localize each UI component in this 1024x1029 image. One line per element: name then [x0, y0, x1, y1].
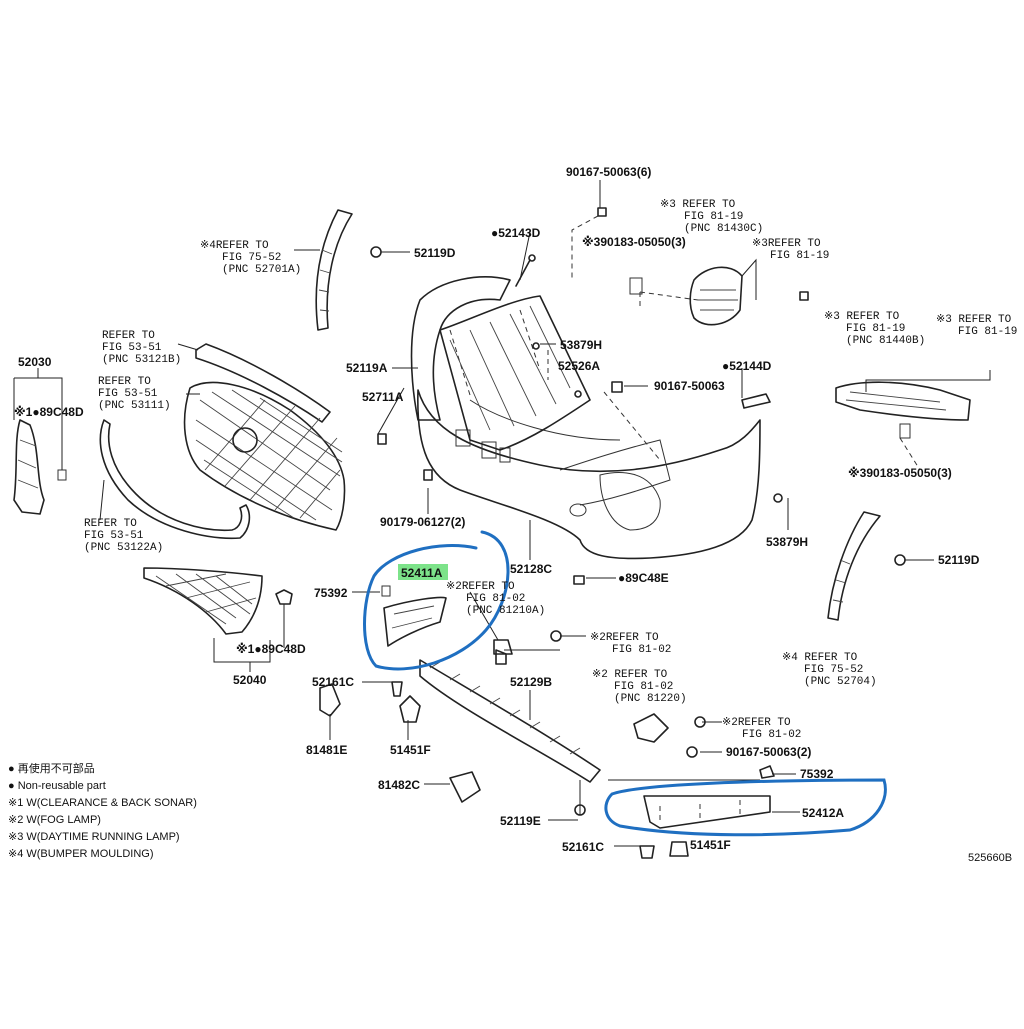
- lower-spoiler-right-drawing: [643, 795, 771, 829]
- label-89C48E: ●89C48E: [618, 571, 669, 585]
- refer-note-r4-top: ※4REFER TO FIG 75-52 (PNC 52701A): [200, 240, 301, 276]
- refer-notes: ※4REFER TO FIG 75-52 (PNC 52701A) ※3 REF…: [84, 199, 1018, 741]
- label-51451F-bottom: 51451F: [690, 838, 731, 852]
- side-bracket-52030-drawing: [13, 368, 67, 515]
- leader-lines: [99, 180, 921, 847]
- label-53879H-mid: 53879H: [560, 338, 602, 352]
- legend: ● 再使用不可部品 ● Non-reusable part ※1 W(CLEAR…: [8, 761, 197, 860]
- label-90167-bottom: 90167-50063(2): [726, 745, 811, 759]
- front-grille-drawing: [183, 381, 346, 531]
- label-52030: 52030: [18, 355, 52, 369]
- label-90183-top: ※390183-05050(3): [582, 235, 686, 249]
- label-52711A: 52711A: [362, 390, 404, 404]
- legend-item-5: ※3 W(DAYTIME RUNNING LAMP): [8, 831, 180, 843]
- label-53879H-right: 53879H: [766, 535, 808, 549]
- label-52143D: ●52143D: [491, 226, 541, 240]
- label-52144D: ●52144D: [722, 359, 772, 373]
- label-52119D-top: 52119D: [414, 246, 456, 260]
- legend-item-6: ※4 W(BUMPER MOULDING): [8, 848, 154, 860]
- small-fasteners-drawing: [319, 207, 789, 859]
- refer-note-r2-d: ※2REFER TO FIG 81-02: [722, 717, 801, 741]
- label-81481E: 81481E: [306, 743, 347, 757]
- label-52040: 52040: [233, 673, 267, 687]
- refer-note-r3-top-b: ※3REFER TO FIG 81-19: [752, 238, 829, 262]
- legend-item-3: ※1 W(CLEARANCE & BACK SONAR): [8, 797, 197, 809]
- label-52128C: 52128C: [510, 562, 552, 576]
- label-75392-left: 75392: [314, 586, 348, 600]
- refer-note-r2-c: ※2 REFER TO FIG 81-02 (PNC 81220): [592, 669, 687, 705]
- refer-note-r53121: REFER TO FIG 53-51 (PNC 53121B): [102, 330, 181, 366]
- label-52119E: 52119E: [500, 814, 541, 828]
- refer-note-r2-b: ※2REFER TO FIG 81-02: [590, 632, 671, 656]
- refer-note-r4-right: ※4 REFER TO FIG 75-52 (PNC 52704): [782, 652, 877, 688]
- label-52161C-left: 52161C: [312, 675, 354, 689]
- lower-grille-drawing: [419, 649, 601, 783]
- refer-note-r53111: REFER TO FIG 53-51 (PNC 53111): [98, 376, 171, 412]
- label-90179: 90179-06127(2): [380, 515, 465, 529]
- label-52412A: 52412A: [802, 806, 844, 820]
- label-52119D-right: 52119D: [938, 553, 980, 567]
- refer-note-r3-right-b: ※3 REFER TO FIG 81-19: [936, 314, 1018, 338]
- drl-lamp-right-drawing: [835, 370, 991, 439]
- bumper-retainer-drawing: [439, 254, 591, 451]
- label-52411A: 52411A: [401, 566, 443, 580]
- refer-note-r53122: REFER TO FIG 53-51 (PNC 53122A): [84, 518, 163, 554]
- highlight-circle-52412A: [604, 778, 887, 837]
- refer-note-r3-right-a: ※3 REFER TO FIG 81-19 (PNC 81440B): [824, 311, 925, 347]
- bumper-moulding-right-drawing: [827, 511, 934, 621]
- highlight-bg-52411A: [398, 564, 448, 580]
- part-labels: 90167-50063(6) ●52143D 52119D 52030 ※1●8…: [14, 165, 1012, 864]
- label-75392-right: 75392: [800, 767, 834, 781]
- label-89C48D-left: ※1●89C48D: [14, 405, 84, 419]
- refer-note-r3-top-a: ※3 REFER TO FIG 81-19 (PNC 81430C): [660, 199, 763, 235]
- label-51451F-left: 51451F: [390, 743, 431, 757]
- label-52526A: 52526A: [558, 359, 600, 373]
- legend-item-4: ※2 W(FOG LAMP): [8, 814, 101, 826]
- highlight-circle-52411A: [363, 530, 510, 671]
- legend-item-2: ● Non-reusable part: [8, 780, 106, 792]
- label-52119A: 52119A: [346, 361, 388, 375]
- label-90167-top: 90167-50063(6): [566, 165, 651, 179]
- label-90167-mid: 90167-50063: [654, 379, 725, 393]
- refer-note-r2-a: ※2REFER TO FIG 81-02 (PNC 81210A): [446, 581, 545, 617]
- label-81482C: 81482C: [378, 778, 420, 792]
- label-90183-bottom: ※390183-05050(3): [848, 466, 952, 480]
- label-52161C-bottom: 52161C: [562, 840, 604, 854]
- drl-housing-drawing: [629, 258, 809, 326]
- legend-item-1: ● 再使用不可部品: [8, 761, 95, 775]
- label-figure-code: 525660B: [968, 852, 1012, 864]
- bumper-moulding-left-drawing: [315, 209, 410, 331]
- grille-upper-strip-drawing: [195, 343, 331, 423]
- label-52129B: 52129B: [510, 675, 552, 689]
- label-89C48D-mid: ※1●89C48D: [236, 642, 306, 656]
- grille-lower-moulding-drawing: [99, 419, 251, 540]
- lower-side-grille-drawing: [143, 567, 293, 672]
- lower-spoiler-left-drawing: [381, 585, 447, 647]
